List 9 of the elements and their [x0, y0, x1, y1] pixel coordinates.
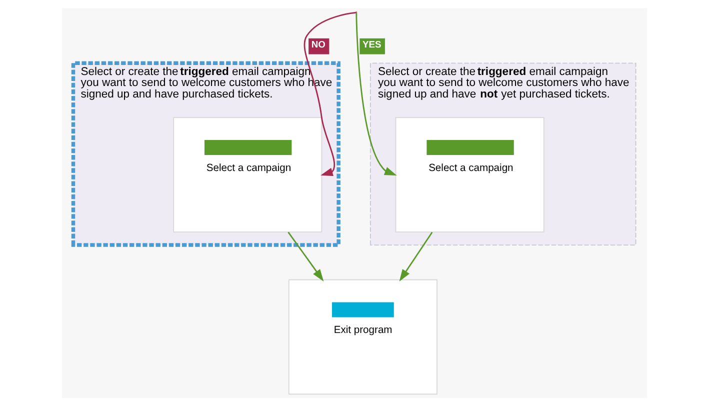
arrow: [288, 232, 324, 282]
arrow: [399, 232, 433, 282]
node-box: Exit program: [288, 279, 438, 395]
node-box: Select a campaign: [173, 117, 322, 232]
node-box: Select a campaign: [395, 117, 544, 232]
edge-label: NO: [311, 40, 326, 50]
arrow: [356, 12, 397, 176]
edge-label: YES: [362, 40, 382, 50]
arrow: [304, 12, 356, 176]
